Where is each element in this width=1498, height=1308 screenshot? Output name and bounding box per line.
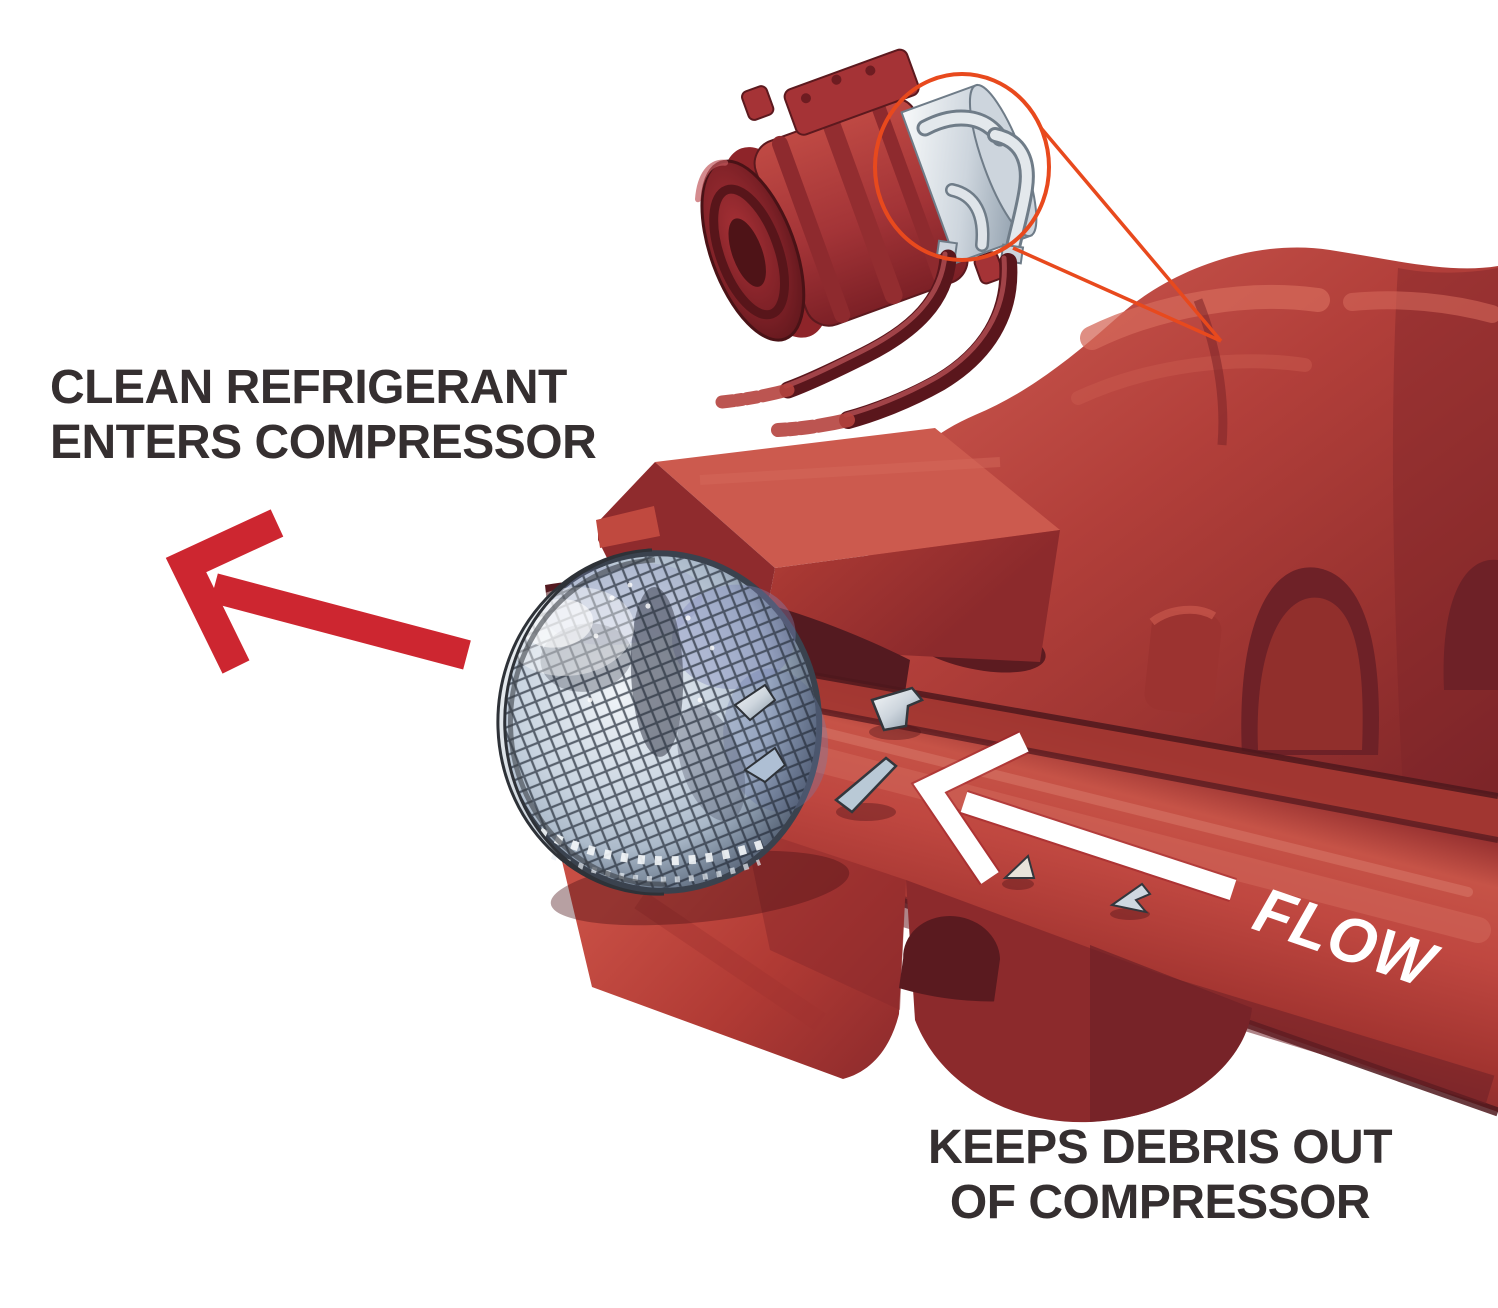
ac-compressor-with-clutch-pulley (694, 48, 1038, 437)
label-keeps-debris-line1: KEEPS DEBRIS OUT (927, 1121, 1393, 1174)
body-rib-1 (771, 135, 851, 323)
label-clean-refrigerant-line1: CLEAN REFRIGERANT (50, 361, 567, 414)
label-clean-refrigerant-line2: ENTERS COMPRESSOR (50, 416, 597, 469)
body-arch-recess-right (1443, 559, 1498, 690)
bolt (865, 65, 876, 76)
metal-debris-shards (833, 686, 1152, 920)
flange-front-shade (744, 826, 906, 1010)
debris-shard-2 (833, 756, 898, 814)
body-arch-recess-front (1257, 597, 1363, 750)
screen-caught-shard-2 (743, 746, 787, 784)
callout-line-lower (1012, 246, 1222, 343)
body-hump-highlight-2 (1071, 354, 1312, 405)
red-arrow-head (165, 509, 284, 674)
refrigerant-hoses (715, 249, 1018, 437)
screen-knot-row-1 (538, 827, 770, 866)
shard-shadow (1002, 878, 1034, 890)
body-boss (1144, 610, 1222, 714)
debris-shard-1 (870, 686, 925, 732)
screen-dome-shading (503, 556, 817, 888)
body-hump-highlight-3 (1343, 291, 1498, 323)
mount-ear (741, 85, 775, 121)
callout-line-upper (1039, 126, 1223, 343)
body-boss-highlight (1149, 605, 1217, 626)
bolt (800, 93, 811, 104)
screen-rim-inner-line (507, 557, 667, 887)
tube-highlight-2 (777, 717, 1473, 897)
flange-fin-shade (1090, 945, 1252, 1122)
tube-highlight (762, 735, 1491, 943)
flange-streak (634, 891, 826, 1031)
body-rib-3 (872, 101, 947, 284)
top-mount-plate (783, 48, 920, 136)
body-hump-highlight (1080, 284, 1330, 350)
body-hump-crease (1193, 298, 1228, 446)
label-clean-refrigerant: CLEAN REFRIGERANT ENTERS COMPRESSOR (50, 360, 597, 470)
suction-fittings (916, 109, 1035, 265)
callout-circle (873, 72, 1051, 262)
pulley-ring (709, 184, 789, 320)
hose-brush-streak-1 (715, 383, 795, 409)
tube-ridge-line (699, 652, 1498, 799)
pulley-highlight (694, 159, 729, 203)
refrigerant-flow-arrow (910, 730, 1237, 902)
flow-arrow-head (913, 732, 1029, 884)
mounting-block-ledge (596, 506, 660, 548)
pulley-hub (728, 218, 766, 287)
body-rib-2 (822, 115, 903, 305)
filter-screen (496, 548, 850, 926)
flange-oval-recess (898, 916, 1001, 1002)
screen-sparkles (587, 582, 715, 703)
clean-refrigerant-direction-arrow (165, 509, 471, 674)
flow-arrow-shaft (960, 792, 1237, 900)
debris-shard-3 (1002, 854, 1036, 879)
label-keeps-debris: KEEPS DEBRIS OUT OF COMPRESSOR (880, 1120, 1440, 1230)
body-right-shade (1392, 268, 1498, 860)
suction-port-callout (873, 72, 1223, 343)
screen-rim (496, 548, 665, 896)
hose-brush-streak-2 (771, 413, 855, 437)
red-arrow-shaft (210, 573, 471, 670)
label-keeps-debris-line2: OF COMPRESSOR (949, 1176, 1371, 1229)
screen-caught-shard-1 (733, 683, 777, 722)
bolt (831, 74, 842, 85)
mounting-block-streak (699, 457, 1001, 485)
debris-shard-4 (1109, 882, 1152, 914)
